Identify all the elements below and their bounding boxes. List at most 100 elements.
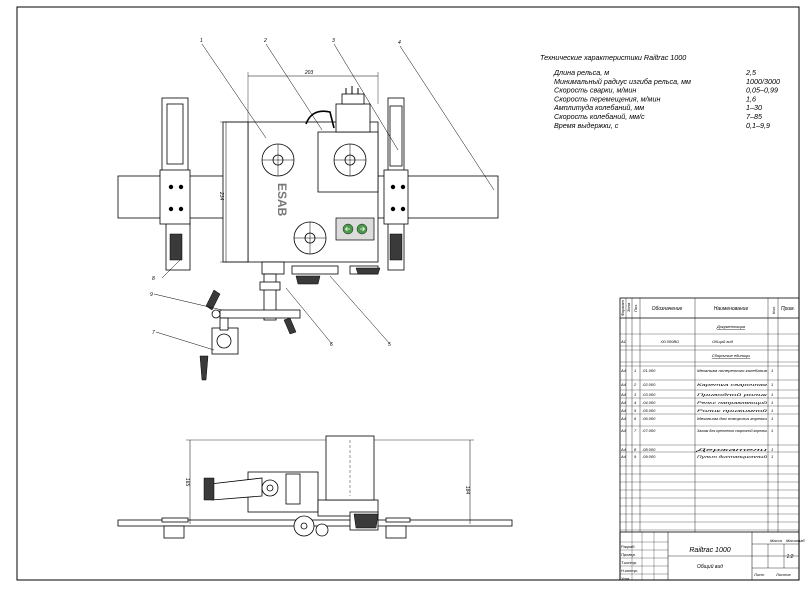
bolts	[168, 184, 406, 212]
bom-row-code: .07.000	[642, 428, 656, 433]
bom-row-format: А4	[620, 382, 627, 387]
bom-row-code: .04.000	[642, 400, 656, 405]
leader-1: 1	[200, 38, 203, 44]
leader-lines	[153, 43, 495, 351]
bom-row-code: .03.000	[642, 392, 656, 397]
title-role: Т.контр.	[621, 560, 637, 565]
title-role: Утв.	[621, 576, 630, 581]
leader-9: 9	[150, 292, 153, 298]
bom-row-name: Пульт дистанционный	[697, 454, 768, 459]
title-scale-label: Масштаб	[786, 538, 805, 543]
top-view: ESAB 203	[117, 70, 499, 381]
bom-row-pos: 8	[634, 447, 637, 452]
title-name: Railtrac 1000	[689, 547, 730, 554]
bom-row-pos: 1	[634, 368, 636, 373]
bom-header-format: Формат	[620, 299, 625, 316]
bom-header-pos: Поз.	[633, 304, 638, 312]
bom-row-format: А4	[620, 368, 627, 373]
bom-row-format: А4	[620, 392, 627, 397]
bom-row-format: А4	[620, 400, 627, 405]
dim-front-left: 165	[184, 478, 190, 487]
bom-row-qty: 1	[771, 400, 773, 405]
dimension-214: 214	[218, 121, 248, 263]
bom-row-name: Держатели	[694, 447, 770, 452]
bom-row-name: Механизм поперечного колебания	[697, 368, 768, 373]
spec-label: Скорость сварки, м/мин	[554, 86, 636, 95]
sheet-frame	[16, 6, 800, 581]
bom-row-pos: 5	[634, 408, 637, 413]
bom-row-qty: 1	[771, 368, 773, 373]
spec-value: 2,5	[745, 68, 757, 77]
bom-header-code: Обозначение	[652, 306, 683, 312]
dim-top-width: 203	[304, 70, 314, 76]
bom-row-pos: 4	[634, 400, 637, 405]
leader-5: 5	[388, 342, 391, 348]
bom-header-note: Прим.	[781, 306, 795, 312]
bom-row-name: Ролик прижимной	[697, 408, 769, 413]
bom-section-units: Сборочные единицы	[712, 353, 751, 358]
spec-label: Минимальный радиус изгиба рельса, мм	[554, 77, 691, 86]
bom-row-qty: 1	[771, 454, 773, 459]
bom-row-code: .02.000	[642, 382, 656, 387]
spec-value: 0,05–0,99	[746, 86, 778, 95]
bom-row-format: А4	[620, 408, 627, 413]
wheel-2	[333, 143, 367, 177]
front-view: 165 184	[117, 435, 513, 539]
spec-label: Амплитуда колебаний, мм	[553, 103, 644, 112]
bom-header-qty: Кол.	[771, 306, 776, 314]
bom-row-format: А4	[620, 454, 627, 459]
spec-value: 0,1–9,9	[746, 121, 770, 130]
bom-row-name: Рельс направляющий	[697, 400, 768, 405]
bom-row-code: .08.000	[642, 447, 656, 452]
leader-3: 3	[332, 38, 335, 44]
leader-6: 6	[330, 342, 333, 348]
leader-numbers: 1 2 3 4 5 6 7 8 9	[150, 38, 401, 348]
bom-row-qty: 1	[771, 416, 773, 421]
bom-row-pos: 6	[634, 416, 637, 421]
bom-row-name: Приводной ролик	[697, 392, 769, 397]
title-role: Разраб.	[621, 544, 635, 549]
bom-row-qty: 1	[771, 382, 773, 387]
spec-label: Время выдержки, с	[554, 121, 619, 130]
dim-front-right: 184	[464, 486, 470, 495]
spec-label: Скорость колебаний, мм/с	[554, 112, 645, 121]
title-role: Провер.	[621, 552, 636, 557]
bom-doc-name: Общий вид	[712, 339, 734, 344]
bom-row-qty: 1	[771, 428, 773, 433]
control-panel	[335, 217, 375, 241]
bom-row-code: .06.000	[642, 416, 656, 421]
bom-row-name: Механизм для поворота горелки	[697, 416, 768, 421]
dim-height-left: 214	[218, 191, 224, 201]
title-role: Н.контр.	[621, 568, 638, 573]
bom-row-pos: 3	[634, 392, 637, 397]
bom-doc-format: А1	[620, 339, 626, 344]
spec-value: 7–85	[746, 112, 763, 121]
bom-row-pos: 2	[633, 382, 637, 387]
spec-label: Скорость перемещения, м/мин	[554, 94, 660, 103]
bom-header-zone: Зона	[626, 302, 631, 312]
wheel-3	[293, 221, 327, 255]
bom-row-format: А4	[620, 416, 627, 421]
bom-row-qty: 1	[771, 408, 773, 413]
bom-row-qty: 1	[771, 392, 773, 397]
bom-row-pos: 9	[634, 454, 637, 459]
title-block: Разраб. Провер. Т.контр. Н.контр. Утв. Railt…	[619, 531, 805, 581]
title-sheet-label: Лист	[753, 572, 765, 577]
specifications: Технические характеристики Railtrac 1000…	[540, 53, 780, 130]
bom-row-code: .05.000	[642, 408, 656, 413]
bom-row-pos: 7	[634, 428, 637, 433]
bom-row-code: .01.000	[642, 368, 656, 373]
title-mass-label: Масса	[770, 538, 783, 543]
bom-row-code: .09.000	[642, 454, 656, 459]
bom-row-name: Зажим для крепления сварочной горелки	[697, 428, 768, 433]
bom-row-qty: 1	[771, 447, 773, 452]
spec-value: 1,6	[746, 94, 756, 103]
spec-value: 1–30	[746, 103, 762, 112]
leader-8: 8	[152, 276, 155, 282]
bom-row-name: Каретка сварочная	[697, 382, 769, 387]
dimension-203: 203	[247, 70, 379, 122]
bom-doc-code: .00.000ВО	[660, 339, 679, 344]
bom-row-format: А4	[620, 428, 627, 433]
rail-holder-right	[383, 97, 409, 271]
